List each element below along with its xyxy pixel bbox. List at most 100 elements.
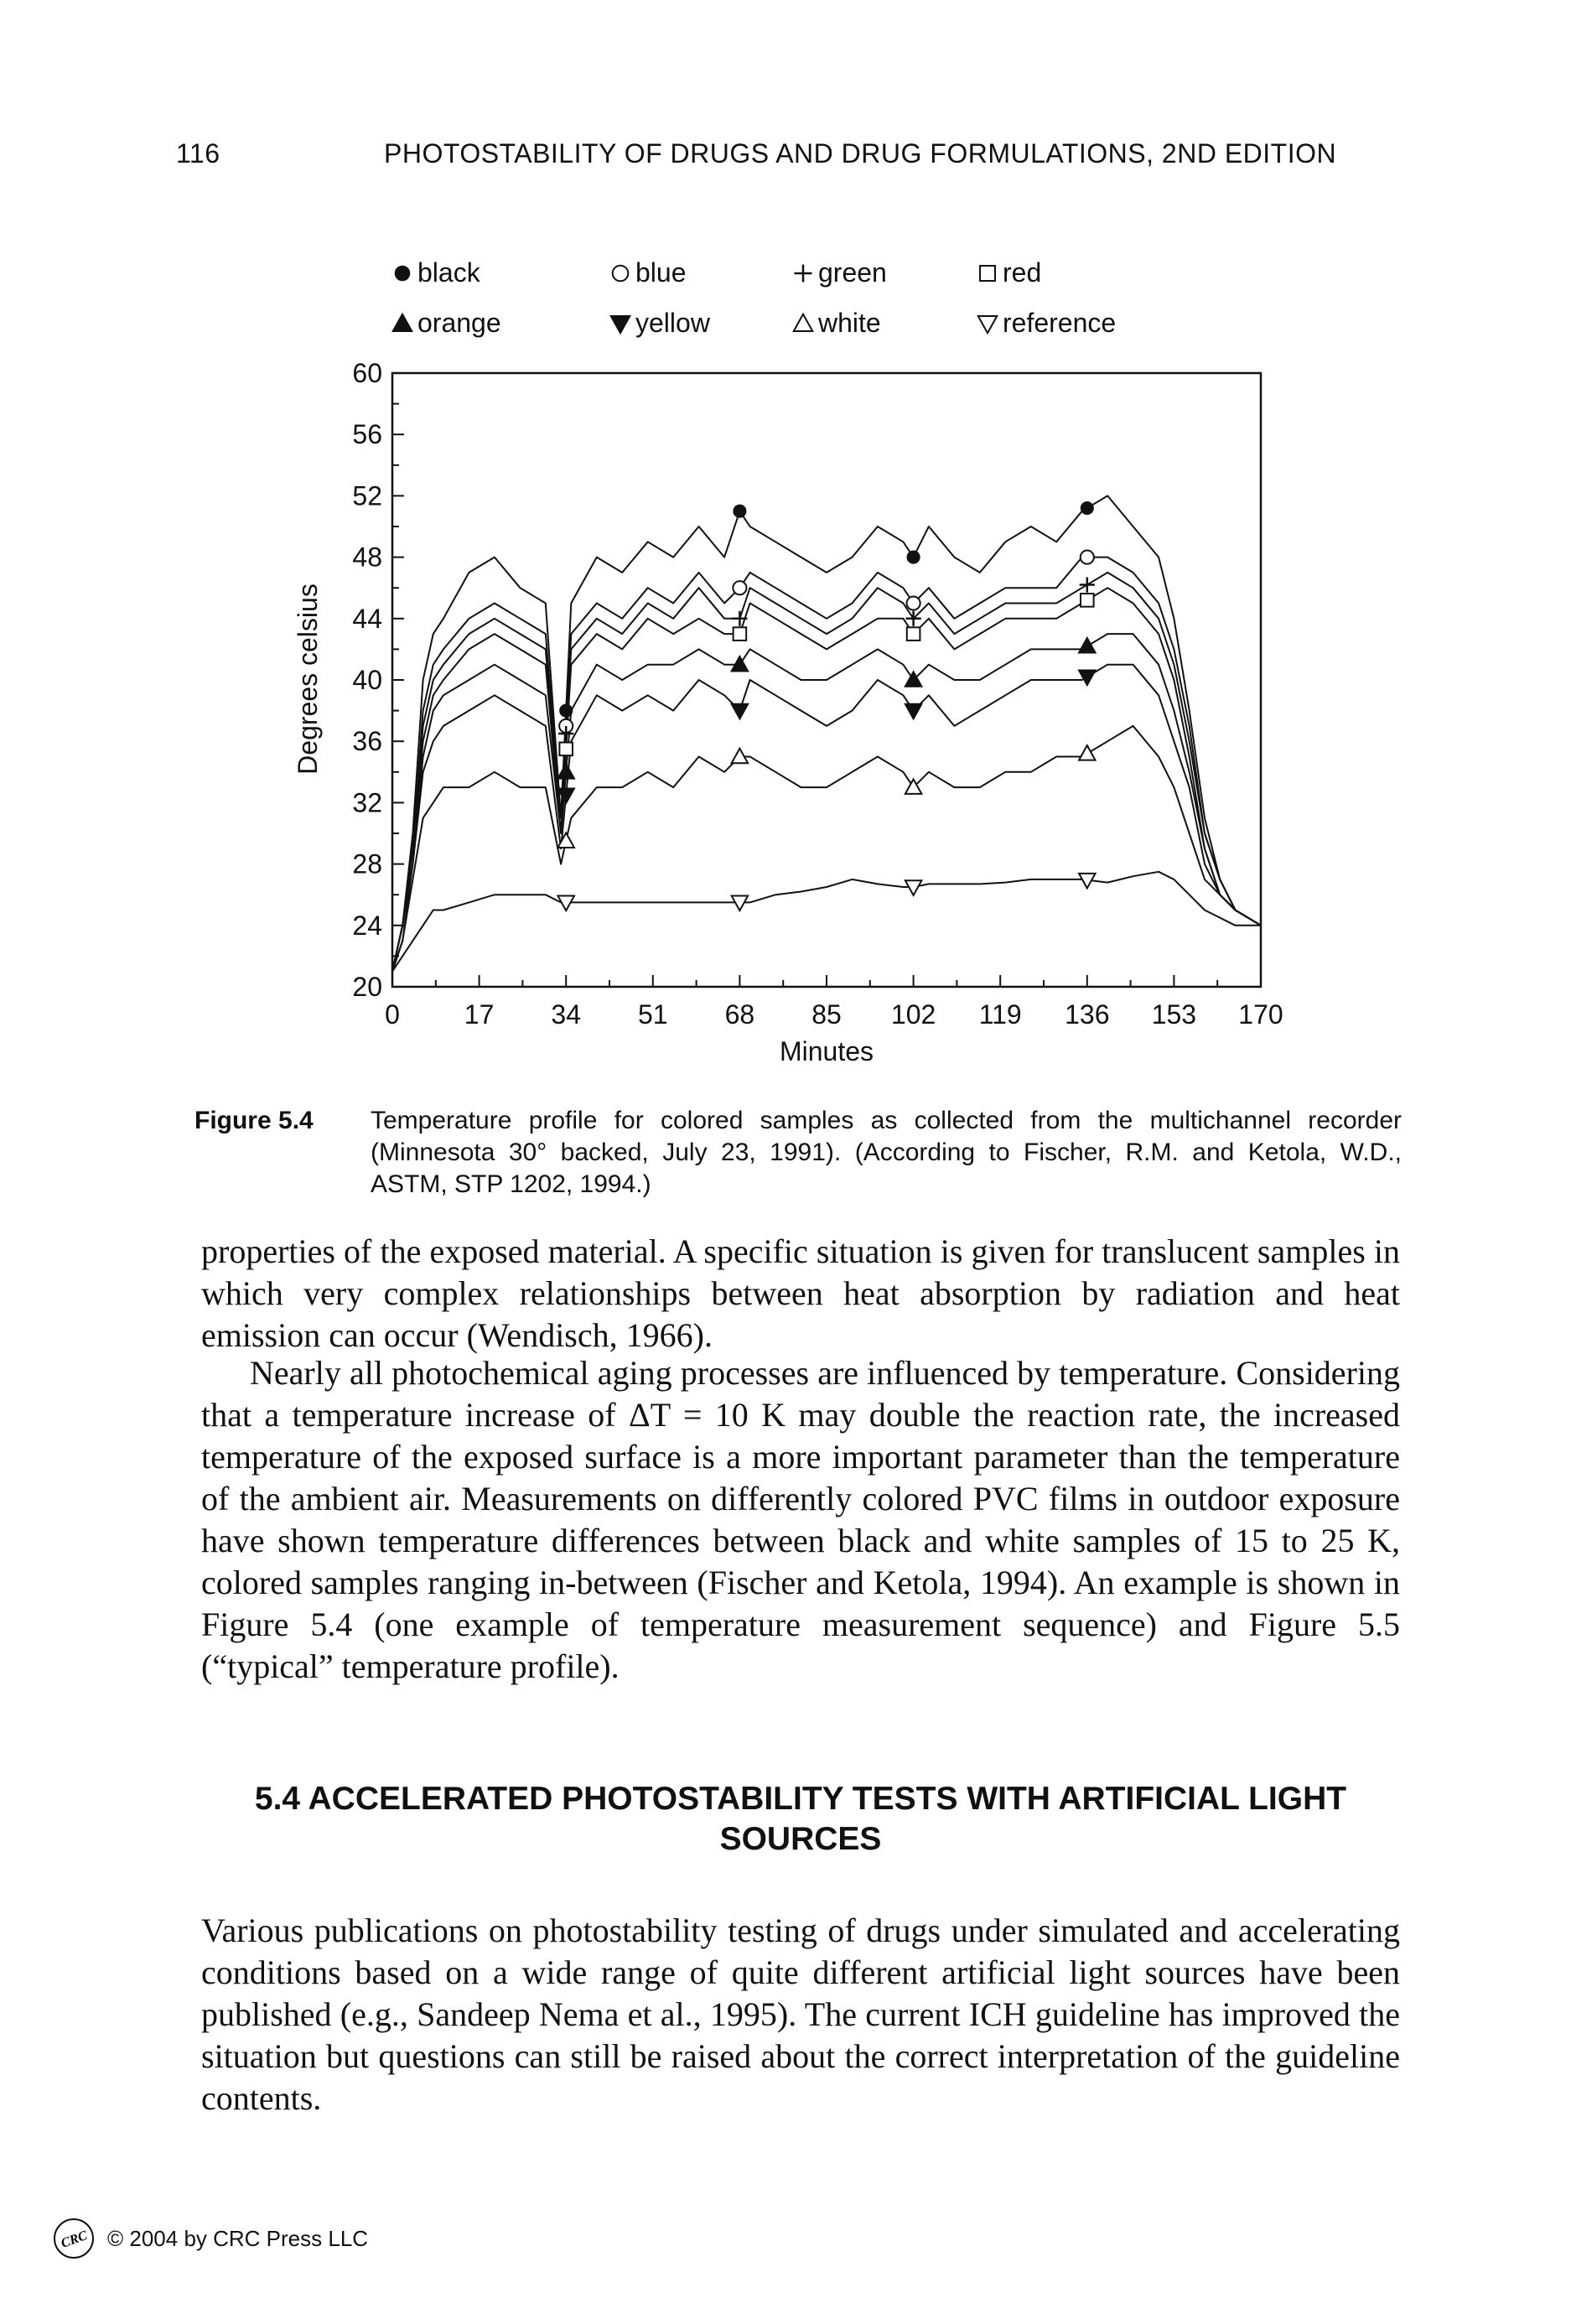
figure-caption: Figure 5.4 Temperature profile for color… <box>194 1105 1402 1201</box>
legend-label-orange: orange <box>417 308 501 338</box>
y-tick-label: 32 <box>352 787 382 817</box>
x-tick-label: 136 <box>1065 999 1109 1030</box>
series-marker-red <box>558 741 573 757</box>
series-marker-red <box>1080 593 1095 608</box>
series-marker-reference <box>556 895 576 913</box>
x-tick-label: 0 <box>385 999 400 1030</box>
series-marker-white <box>1077 744 1097 761</box>
legend-marker-white <box>792 312 814 332</box>
y-tick-label: 56 <box>352 419 382 449</box>
x-tick-label: 17 <box>464 999 495 1030</box>
series-marker-orange <box>1077 635 1097 654</box>
y-axis-label: Degrees celsius <box>293 584 323 775</box>
series-marker-white <box>904 777 924 795</box>
series-marker-yellow <box>556 787 576 806</box>
x-axis-label: Minutes <box>780 1036 874 1066</box>
series-marker-orange <box>729 654 749 672</box>
series-line-black <box>391 495 1262 972</box>
paragraph: Various publications on photostability t… <box>201 1912 1400 2117</box>
x-tick-label: 102 <box>891 999 936 1030</box>
series-marker-yellow <box>1077 669 1097 687</box>
series-marker-red <box>732 626 748 641</box>
y-tick-label: 44 <box>352 604 382 634</box>
y-tick-label: 28 <box>352 849 382 879</box>
y-tick-label: 24 <box>352 910 382 941</box>
crc-logo-text: CRC <box>60 2228 90 2251</box>
series-marker-orange <box>904 670 924 687</box>
chart-series <box>391 495 1262 973</box>
series-marker-reference <box>904 879 924 897</box>
legend-marker-red <box>979 265 996 282</box>
temperature-profile-chart: black blue green red orange yellow white refere… <box>293 257 1283 1066</box>
section-heading: 5.4 ACCELERATED PHOTOSTABILITY TESTS WIT… <box>254 1781 1347 1857</box>
series-marker-white <box>729 746 749 765</box>
series-marker-black <box>559 703 573 718</box>
series-marker-green <box>1079 577 1095 593</box>
series-marker-reference <box>729 895 749 913</box>
x-tick-label: 34 <box>551 999 581 1030</box>
chart-legend: black blue green red orange yellow white refere… <box>391 257 1116 338</box>
series-line-red <box>391 587 1262 972</box>
series-marker-black <box>733 504 747 518</box>
series-line-orange <box>391 633 1262 972</box>
series-marker-blue <box>905 595 921 611</box>
series-marker-blue <box>732 580 748 596</box>
series-line-white <box>391 724 1262 973</box>
series-marker-yellow <box>729 703 749 721</box>
paragraph: properties of the exposed material. A sp… <box>201 1232 1400 1354</box>
series-line-green <box>391 571 1262 972</box>
y-tick-label: 48 <box>352 542 382 573</box>
running-header: 116 PHOTOSTABILITY OF DRUGS AND DRUG FOR… <box>176 138 1400 172</box>
series-marker-blue <box>1079 549 1095 565</box>
legend-label-black: black <box>417 257 481 288</box>
legend-marker-black <box>394 265 411 282</box>
y-tick-label: 52 <box>352 480 382 511</box>
x-tick-label: 119 <box>979 999 1022 1030</box>
chart-axes: 20 24 28 32 36 40 44 48 52 56 60 0 17 34 51 68 85 102 119 1… <box>352 358 1283 1030</box>
legend-label-blue: blue <box>635 257 687 288</box>
legend-label-green: green <box>818 257 887 288</box>
series-marker-green <box>732 610 748 626</box>
legend-label-red: red <box>1003 257 1041 288</box>
y-tick-label: 20 <box>352 972 382 1002</box>
legend-marker-green <box>794 264 812 283</box>
legend-marker-yellow <box>609 315 631 335</box>
x-tick-label: 170 <box>1238 999 1283 1030</box>
legend-marker-reference <box>977 315 998 335</box>
legend-label-yellow: yellow <box>635 308 711 338</box>
series-marker-orange <box>556 761 576 780</box>
series-marker-red <box>905 626 921 641</box>
series-marker-green <box>905 610 921 626</box>
series-marker-black <box>906 550 920 564</box>
y-tick-label: 60 <box>352 358 382 388</box>
series-line-blue <box>391 556 1262 972</box>
x-tick-label: 153 <box>1152 999 1196 1030</box>
page-footer: CRC © 2004 by CRC Press LLC <box>52 2213 368 2264</box>
y-tick-label: 36 <box>352 726 382 756</box>
figure-caption-text: Temperature profile for colored samples … <box>371 1107 1402 1198</box>
figure-caption-label: Figure 5.4 <box>194 1107 314 1134</box>
crc-logo-icon: CRC <box>54 2218 94 2259</box>
legend-label-white: white <box>817 308 881 338</box>
series-line-yellow <box>391 663 1262 973</box>
x-tick-label: 68 <box>725 999 755 1030</box>
section-body: Various publications on photostability t… <box>201 1910 1400 2119</box>
body-text-temperature: Nearly all photochemical aging processes… <box>201 1352 1400 1688</box>
running-title: PHOTOSTABILITY OF DRUGS AND DRUG FORMULA… <box>384 138 1337 169</box>
series-marker-reference <box>1077 872 1097 890</box>
body-text-continued: properties of the exposed material. A sp… <box>201 1231 1400 1357</box>
legend-label-reference: reference <box>1003 308 1116 338</box>
series-marker-black <box>1080 501 1094 516</box>
legend-marker-blue <box>611 264 630 283</box>
x-tick-label: 85 <box>811 999 842 1030</box>
copyright-text: © 2004 by CRC Press LLC <box>107 2225 369 2251</box>
series-marker-white <box>556 831 576 848</box>
legend-marker-orange <box>391 312 413 332</box>
x-tick-label: 51 <box>638 999 668 1030</box>
page-number: 116 <box>176 138 220 169</box>
series-line-reference <box>391 870 1261 973</box>
chart-markers <box>556 501 1097 913</box>
y-tick-label: 40 <box>352 665 382 695</box>
series-marker-green <box>558 725 574 742</box>
series-marker-yellow <box>904 703 924 721</box>
